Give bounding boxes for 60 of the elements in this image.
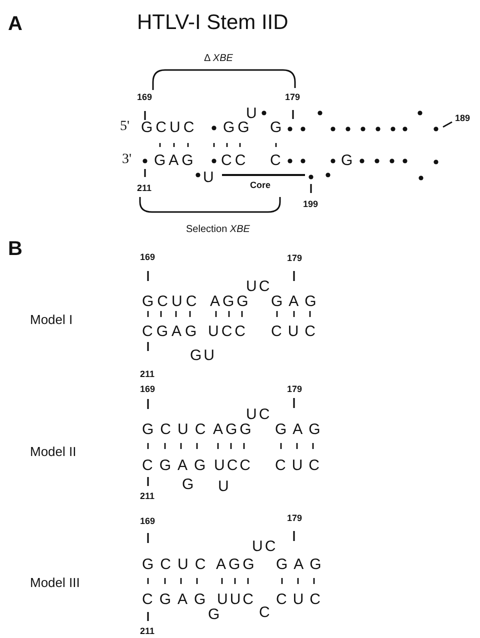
nucleotide-sequence: GG	[223, 120, 252, 135]
position-number: 179	[285, 93, 300, 102]
nucleotide-sequence: GAG	[276, 556, 328, 572]
position-number: 211	[137, 184, 152, 194]
nucleotide-sequence: GU	[190, 348, 216, 363]
nucleotide-sequence: GAG	[154, 152, 196, 168]
nucleotide-sequence: U	[246, 106, 257, 121]
nucleotide-sequence: G	[270, 120, 282, 135]
strand-end-label: 5'	[120, 120, 130, 134]
nucleotide-sequence: UC	[246, 278, 272, 294]
nucleotide-sequence: GAG	[271, 294, 322, 309]
nucleotide-sequence: U	[203, 170, 214, 185]
position-number: 169	[140, 385, 156, 394]
position-number: 211	[140, 370, 155, 380]
nucleotide-sequence: GCUC	[142, 294, 200, 309]
nucleotide-sequence: AGG	[213, 422, 254, 437]
model-label: Model I	[30, 312, 73, 326]
nucleotide-sequence: CGAG	[142, 592, 212, 607]
nucleotide-sequence: G	[341, 152, 353, 168]
model-label: Model II	[30, 444, 76, 458]
nucleotide-sequence: CUC	[276, 592, 326, 607]
nucleotide-sequence: CUC	[271, 324, 322, 339]
nucleotide-sequence: C	[259, 604, 270, 620]
strand-end-label: 3'	[122, 153, 132, 168]
panel-letter: A	[8, 14, 22, 34]
position-number: 179	[287, 514, 302, 524]
nucleotide-sequence: CGAG	[142, 324, 200, 339]
nucleotide-sequence: CGAG	[142, 458, 212, 473]
model-label: Model III	[30, 576, 80, 589]
position-number: 169	[140, 253, 156, 262]
nucleotide-sequence: CUC	[275, 458, 326, 473]
core-label: Core	[250, 181, 271, 190]
nucleotide-sequence: UCC	[208, 324, 248, 339]
position-number: 199	[303, 200, 318, 210]
position-number: 211	[140, 492, 155, 502]
nucleotide-sequence: UC	[246, 406, 272, 422]
position-number: 169	[140, 517, 156, 526]
nucleotide-sequence: GCUC	[142, 556, 212, 572]
region-label: Selection XBE	[186, 224, 250, 234]
nucleotide-sequence: UCC	[214, 458, 252, 473]
nucleotide-sequence: CC	[221, 152, 249, 168]
nucleotide-sequence: G	[208, 606, 220, 622]
position-number: 169	[137, 93, 152, 102]
nucleotide-sequence: G	[182, 476, 194, 492]
title: HTLV-I Stem IID	[137, 12, 288, 33]
nucleotide-sequence: C	[270, 152, 281, 168]
nucleotide-sequence: UUC	[217, 592, 256, 607]
position-number: 179	[287, 385, 302, 394]
position-number: 179	[287, 254, 302, 264]
nucleotide-sequence: UC	[252, 538, 278, 554]
nucleotide-sequence: AGG	[210, 294, 251, 309]
nucleotide-sequence: GCUC	[141, 120, 198, 135]
nucleotide-sequence: GAG	[275, 422, 326, 437]
panel-letter: B	[8, 239, 22, 259]
region-label: Δ XBE	[204, 54, 233, 64]
position-number: 189	[455, 114, 470, 124]
nucleotide-sequence: GCUC	[142, 422, 212, 437]
nucleotide-sequence: U	[218, 478, 229, 494]
position-number: 211	[140, 627, 155, 636]
nucleotide-sequence: AGG	[216, 556, 257, 572]
